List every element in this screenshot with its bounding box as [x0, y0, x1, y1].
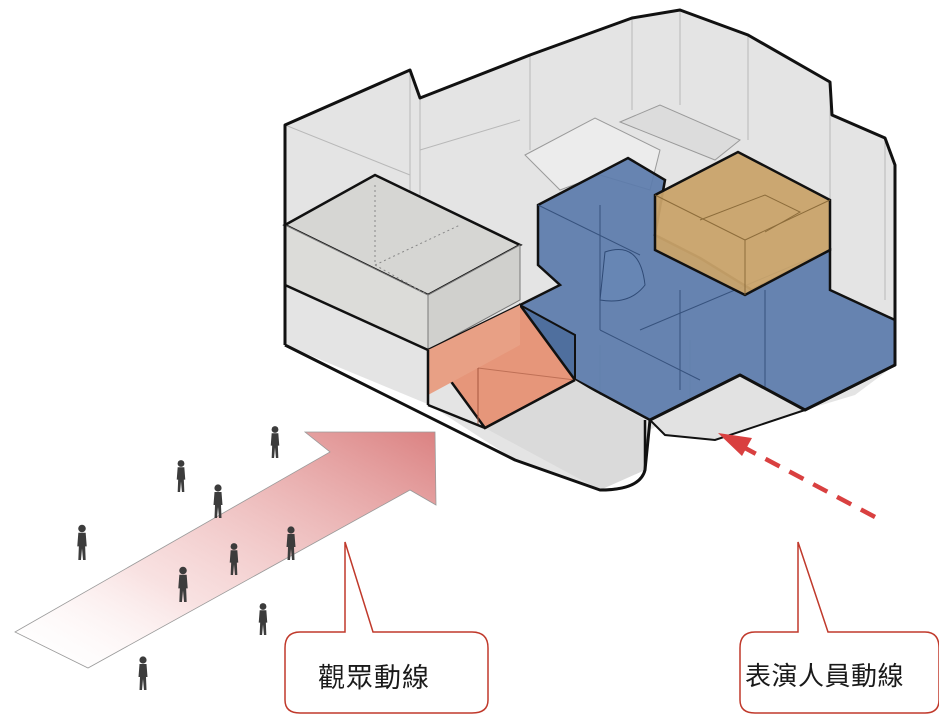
performer-flow-label: 表演人員動線: [745, 662, 905, 692]
person-icon: [138, 656, 148, 690]
performer-flow-arrow: [718, 433, 877, 519]
person-icon: [176, 460, 186, 492]
building-outline: [283, 8, 897, 492]
backstage-block-gold: [653, 150, 832, 297]
performer-callout-bubble: [739, 541, 939, 714]
person-icon: [270, 426, 280, 458]
audience-callout-bubble: [284, 541, 489, 714]
person-icon: [77, 524, 87, 560]
audience-flow-label: 觀眾動線: [318, 663, 430, 694]
person-icon: [213, 484, 223, 518]
audience-flow-arrow: [14, 431, 437, 669]
person-icon: [258, 603, 268, 635]
